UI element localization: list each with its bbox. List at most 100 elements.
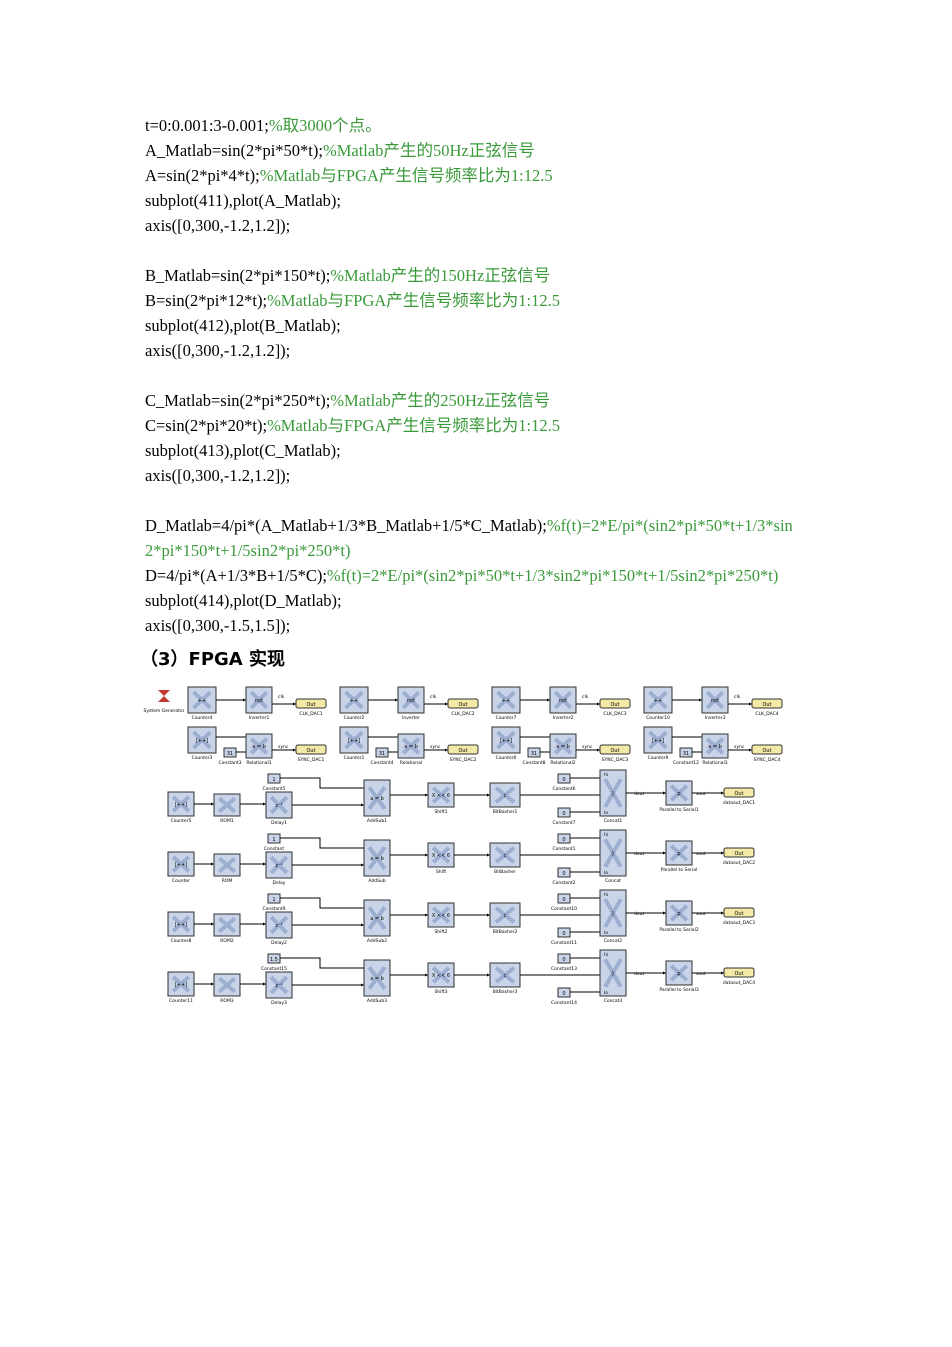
output-port-caption: CLK_DAC4	[755, 711, 778, 717]
block-inner-label: p	[677, 911, 680, 917]
constant-value: 0	[562, 837, 565, 843]
hi-label: hi	[604, 772, 608, 778]
code-line: D_Matlab=4/pi*(A_Matlab+1/3*B_Matlab+1/5…	[145, 513, 845, 538]
output-port	[447, 744, 479, 755]
arrow-head	[361, 983, 364, 987]
xilinx-block-icon	[401, 690, 421, 710]
code-line	[145, 488, 845, 513]
block-inner-label: p	[677, 791, 680, 797]
constant-value: 0	[562, 957, 565, 963]
system-generator-label: System Generator	[143, 708, 184, 714]
block-inner-label: }	[611, 971, 614, 977]
xilinx-block-icon	[171, 795, 191, 813]
xilinx-block-icon	[401, 737, 421, 755]
block-caption: Inverter3	[705, 715, 726, 721]
arrow-head	[263, 922, 266, 926]
constant-value: 0	[562, 991, 565, 997]
output-port-label: Out	[734, 911, 743, 917]
output-port	[723, 907, 755, 918]
arrow-head	[211, 922, 214, 926]
arrow-head	[263, 982, 266, 986]
block-caption: Delay3	[271, 1000, 287, 1006]
block-caption: BitBasher2	[493, 929, 518, 935]
xilinx-block-icon	[669, 784, 689, 802]
constant-value: 0	[562, 897, 565, 903]
arrow-head	[425, 793, 428, 797]
xilinx-block-icon	[669, 904, 689, 922]
clk-label: clk	[278, 694, 285, 700]
constant-caption: Constant6	[552, 786, 575, 792]
output-port-caption: CLK_DAC1	[299, 711, 322, 717]
code-comment: 2*pi*150*t+1/5sin2*pi*250*t)	[145, 541, 351, 560]
code-line: axis([0,300,-1.5,1.5]);	[145, 613, 845, 638]
block-caption: Shift3	[434, 989, 447, 995]
constant-value: 31	[531, 751, 537, 757]
block-inner-label: not	[559, 698, 567, 704]
block-caption: AddSub2	[367, 938, 387, 944]
xilinx-block-icon	[367, 906, 387, 930]
xilinx-block-icon	[269, 855, 289, 875]
block-inner-label: [++]	[175, 982, 187, 988]
block-caption: BitBasher	[494, 869, 516, 875]
code-text: axis([0,300,-1.2,1.2]);	[145, 466, 291, 485]
block-inner-label: [++]	[500, 738, 512, 744]
output-port-label: Out	[610, 702, 619, 708]
arrow-head	[547, 698, 550, 702]
clk-label: clk	[734, 694, 741, 700]
arrow-head	[425, 913, 428, 917]
code-line: D=4/pi*(A+1/3*B+1/5*C);%f(t)=2*E/pi*(sin…	[145, 563, 845, 588]
block-caption: Concat	[605, 878, 621, 884]
xilinx-block-icon	[367, 966, 387, 990]
code-text: A=sin(2*pi*4*t);	[145, 166, 260, 185]
block-caption: ROM1	[220, 818, 234, 824]
output-port	[723, 967, 755, 978]
block-inner-label: a = b	[370, 916, 384, 922]
block-inner-label: c	[504, 853, 507, 859]
block-caption: Delay	[273, 880, 286, 886]
output-port-caption: dataout_DAC1	[723, 800, 755, 806]
block-inner-label: a = b	[370, 856, 384, 862]
xilinx-block-icon	[669, 844, 689, 862]
block-inner-label: [++]	[175, 862, 187, 868]
xilinx-block-icon	[494, 846, 516, 864]
arrow-head	[293, 702, 296, 706]
sync-label: sync	[278, 745, 289, 750]
code-line: axis([0,300,-1.2,1.2]);	[145, 463, 845, 488]
arrow-head	[263, 802, 266, 806]
code-text: B=sin(2*pi*12*t);	[145, 291, 268, 310]
xilinx-block-icon	[367, 846, 387, 870]
xilinx-block-icon	[553, 737, 573, 755]
block-caption: Inverter	[402, 715, 420, 721]
xilinx-block-icon	[171, 915, 191, 933]
arrow-head	[749, 702, 752, 706]
clk-label: clk	[430, 694, 437, 700]
output-port-caption: SYNC_DAC2	[450, 757, 477, 763]
xilinx-block-icon	[648, 730, 668, 750]
arrow-head	[293, 748, 296, 752]
block-inner-label: c	[504, 913, 507, 919]
code-text: axis([0,300,-1.2,1.2]);	[145, 341, 291, 360]
block-inner-label: a = b	[556, 744, 570, 750]
code-text: t=0:0.001:3-0.001;	[145, 116, 269, 135]
dout-label: dout	[634, 971, 644, 977]
block-caption: Relational1	[246, 760, 271, 766]
code-text: A_Matlab=sin(2*pi*50*t);	[145, 141, 323, 160]
xilinx-block-icon	[494, 966, 516, 984]
output-port-label: Out	[734, 971, 743, 977]
block-caption: Inverter2	[553, 715, 574, 721]
constant-value: 0	[562, 931, 565, 937]
simulink-diagram-svg: System Generator++Counter4notInverter1cl…	[143, 686, 783, 1006]
block-inner-label: X << 6	[432, 913, 450, 919]
code-text: D=4/pi*(A+1/3*B+1/5*C);	[145, 566, 327, 585]
constant-caption: Constant5	[262, 786, 285, 792]
block-caption: AddSub	[368, 878, 385, 884]
block-caption: Parallel to Serial1	[659, 807, 699, 813]
block-inner-label: }	[611, 791, 614, 797]
code-line: t=0:0.001:3-0.001;%取3000个点。	[145, 113, 845, 138]
code-comment: %Matlab产生的50Hz正弦信号	[322, 141, 535, 160]
code-text: C=sin(2*pi*20*t);	[145, 416, 268, 435]
output-port-caption: SYNC_DAC3	[602, 757, 629, 763]
xilinx-block-icon	[171, 855, 191, 873]
output-port-label: Out	[458, 748, 467, 754]
block-inner-label: X << 6	[432, 973, 450, 979]
